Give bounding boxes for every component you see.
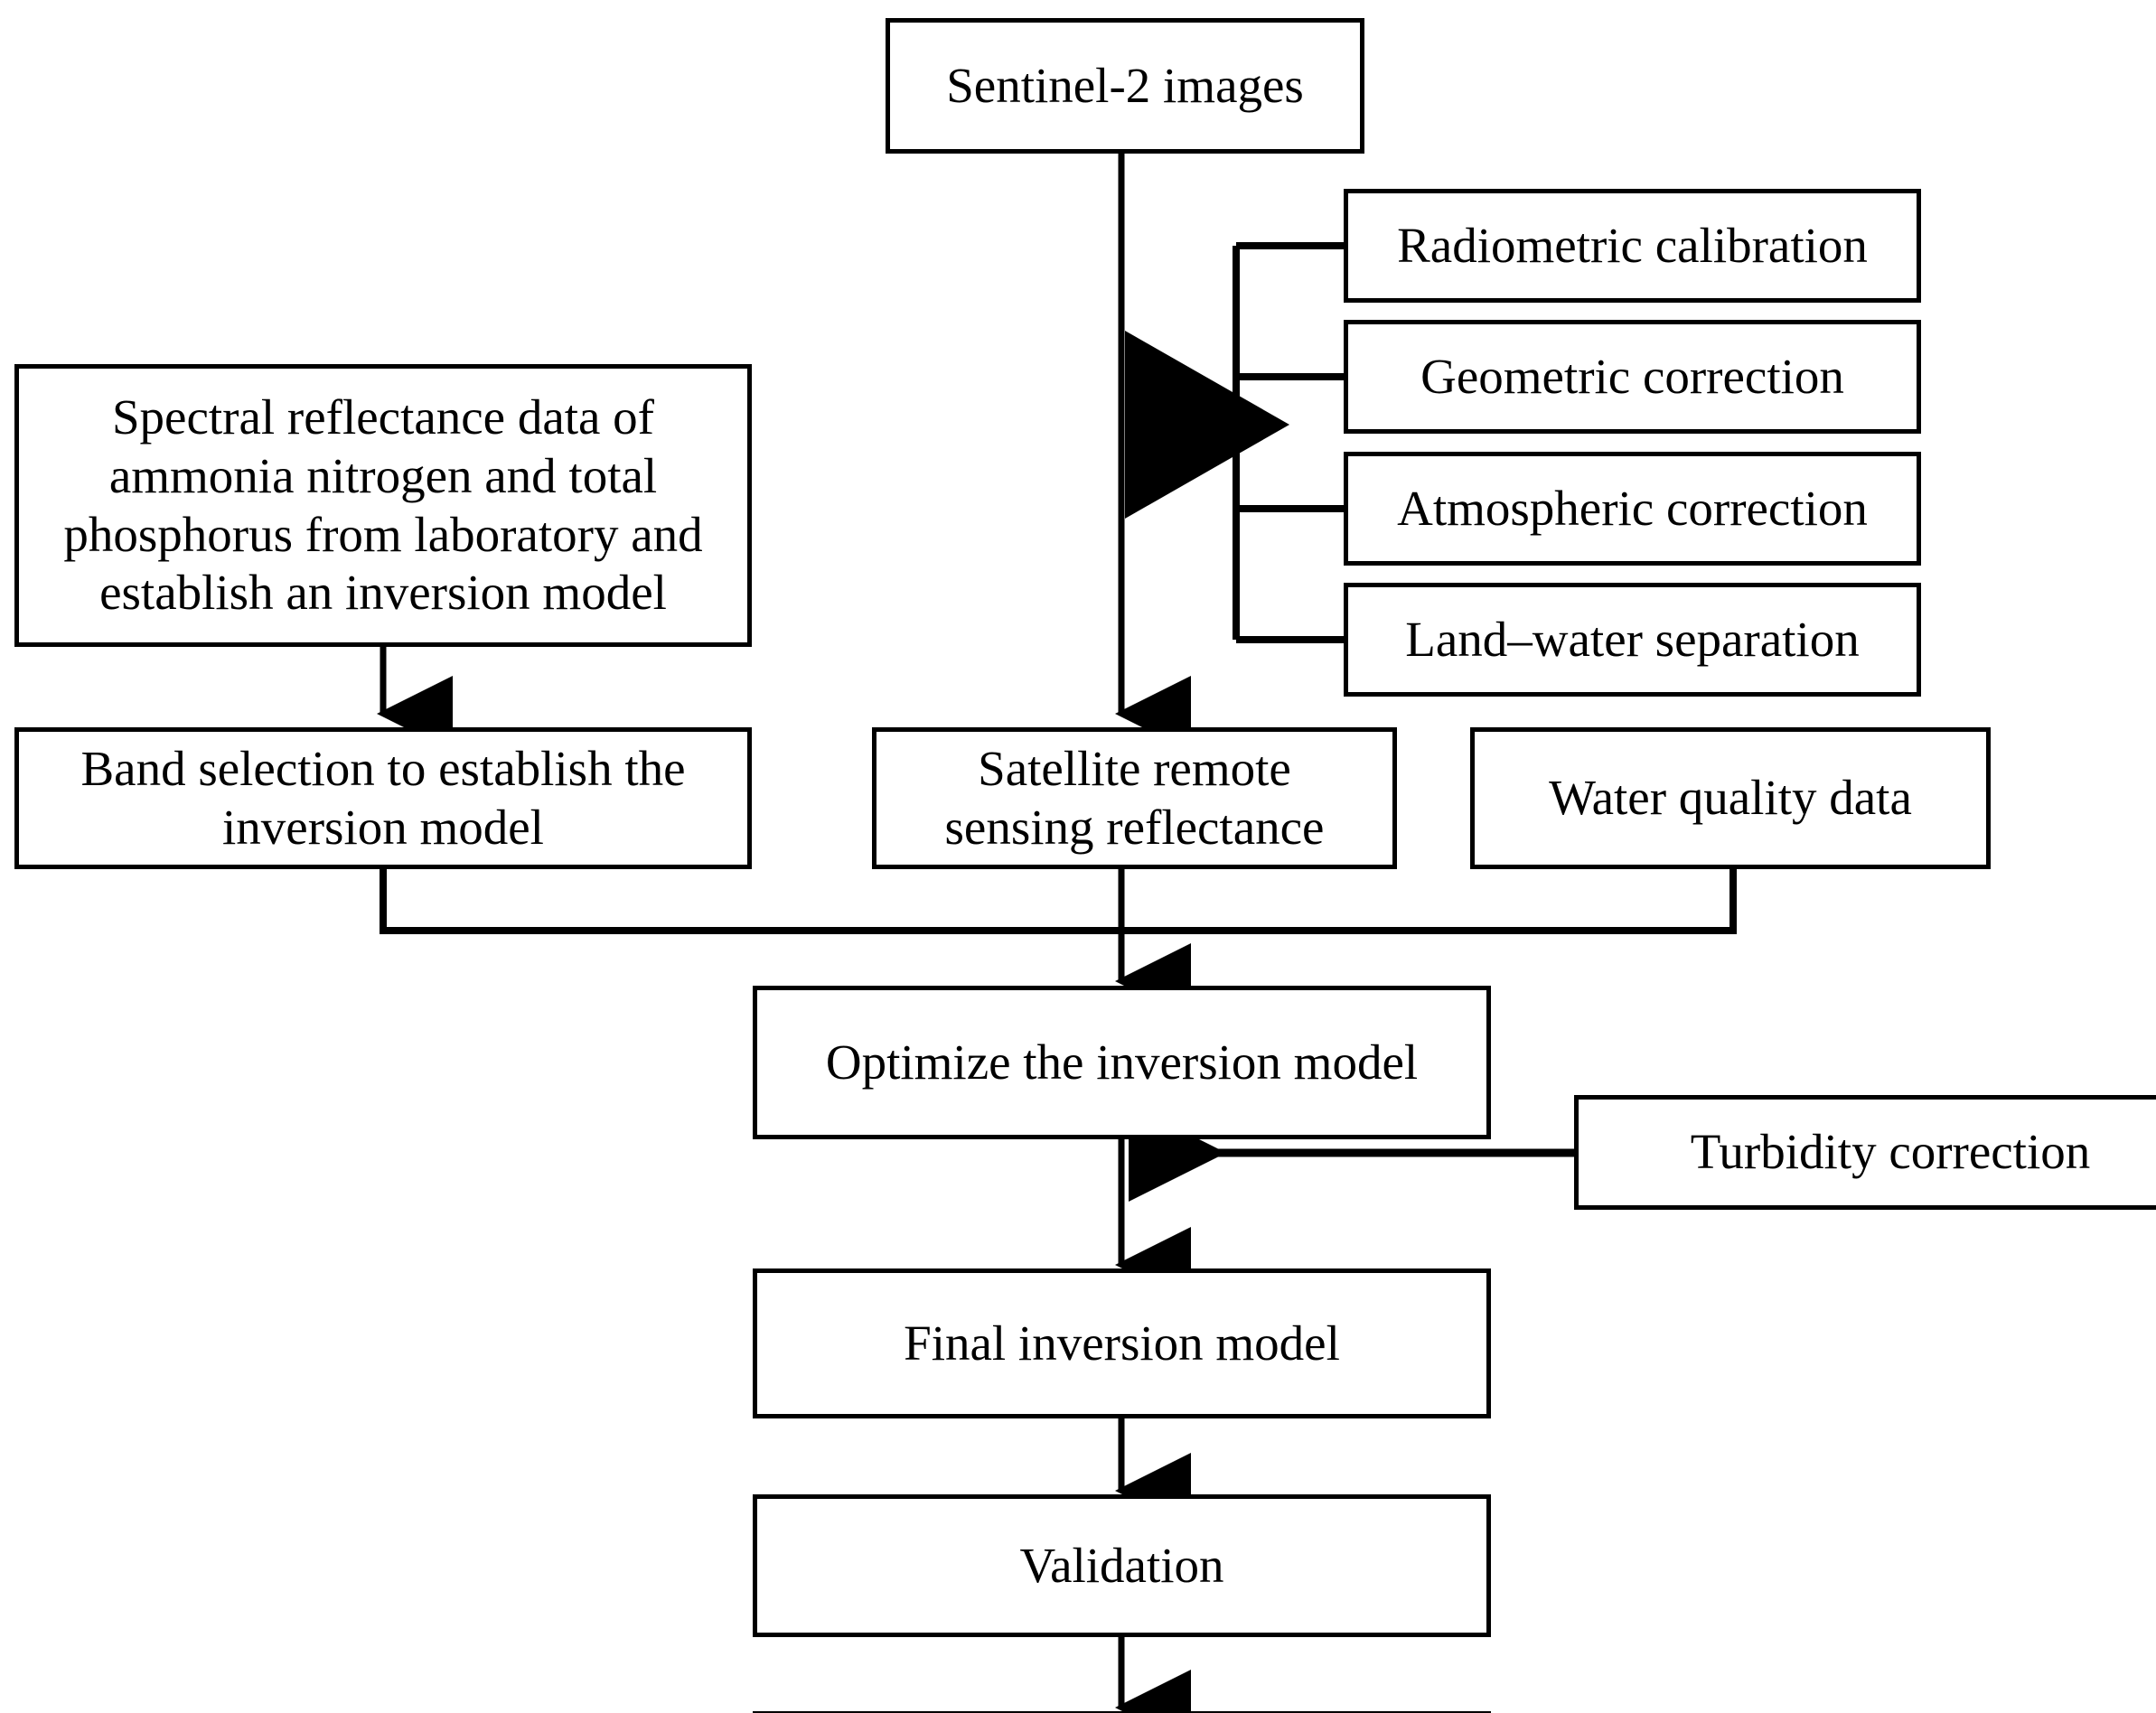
node-band-selection[interactable]: Band selection to establish the inversio… <box>14 727 752 869</box>
node-label: Radiometric calibration <box>1397 217 1868 273</box>
node-label: Satellite remote sensing reflectance <box>944 740 1325 855</box>
node-validation[interactable]: Validation <box>753 1494 1491 1637</box>
edge-band-selection-to-junction <box>380 869 1121 934</box>
node-label: Optimize the inversion model <box>825 1034 1419 1090</box>
node-land-water-separation[interactable]: Land–water separation <box>1344 583 1921 697</box>
edge-water-quality-to-junction <box>1121 869 1737 934</box>
node-water-quality-data[interactable]: Water quality data <box>1470 727 1991 869</box>
node-label: Land–water separation <box>1405 611 1860 667</box>
node-geometric-correction[interactable]: Geometric correction <box>1344 320 1921 434</box>
node-atmospheric-correction[interactable]: Atmospheric correction <box>1344 452 1921 566</box>
node-sentinel-2-images[interactable]: Sentinel-2 images <box>886 18 1364 154</box>
node-radiometric-calibration[interactable]: Radiometric calibration <box>1344 189 1921 303</box>
node-label: Atmospheric correction <box>1397 480 1868 536</box>
node-turbidity-correction[interactable]: Turbidity correction <box>1574 1095 2156 1210</box>
node-satellite-remote-sensing-reflectance[interactable]: Satellite remote sensing reflectance <box>872 727 1397 869</box>
node-label: Sentinel-2 images <box>946 57 1304 113</box>
node-long-term-distribution-characteristics[interactable]: Long–term distribution characteristics <box>753 1711 1491 1713</box>
node-label: Validation <box>1019 1537 1224 1593</box>
node-optimize-inversion-model[interactable]: Optimize the inversion model <box>753 986 1491 1139</box>
node-label: Turbidity correction <box>1690 1124 2091 1180</box>
node-label: Geometric correction <box>1420 348 1844 404</box>
node-label: Final inversion model <box>904 1315 1340 1371</box>
node-label: Water quality data <box>1549 770 1912 826</box>
node-final-inversion-model[interactable]: Final inversion model <box>753 1268 1491 1418</box>
node-label: Spectral reflectance data of ammonia nit… <box>63 388 703 621</box>
node-label: Band selection to establish the inversio… <box>80 740 686 855</box>
node-spectral-reflectance-data[interactable]: Spectral reflectance data of ammonia nit… <box>14 364 752 647</box>
